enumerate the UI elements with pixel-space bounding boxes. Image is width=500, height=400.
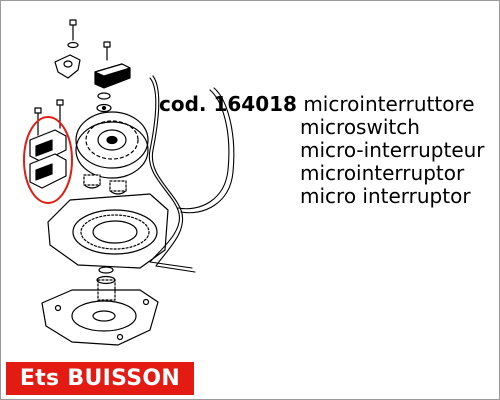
highlight-circle	[23, 116, 73, 204]
part-code: cod. 164018	[159, 92, 297, 116]
washer	[97, 92, 111, 100]
cam-part	[54, 54, 81, 79]
large-gear	[75, 111, 149, 179]
motor-pinion	[96, 266, 116, 301]
screw-icon	[103, 41, 111, 61]
brand-badge: Ets BUISSON	[6, 362, 194, 395]
microswitch-part	[29, 129, 67, 189]
wire-harness	[148, 75, 235, 273]
part-name-french: micro-interrupteur	[300, 138, 485, 162]
screw-icon	[67, 19, 79, 49]
motor-flange	[41, 289, 159, 346]
part-name-portuguese: micro interruptor	[300, 184, 471, 208]
part-name-italian: microinterruttore	[303, 92, 475, 116]
ring-gear-plate	[47, 193, 169, 269]
part-name-spanish: microinterruptor	[300, 161, 465, 185]
part-description: cod. 164018 microinterruttore microswitc…	[159, 93, 485, 208]
pinion-gear	[109, 180, 127, 195]
pinion-gear	[83, 174, 101, 189]
part-name-english: microswitch	[300, 115, 420, 139]
